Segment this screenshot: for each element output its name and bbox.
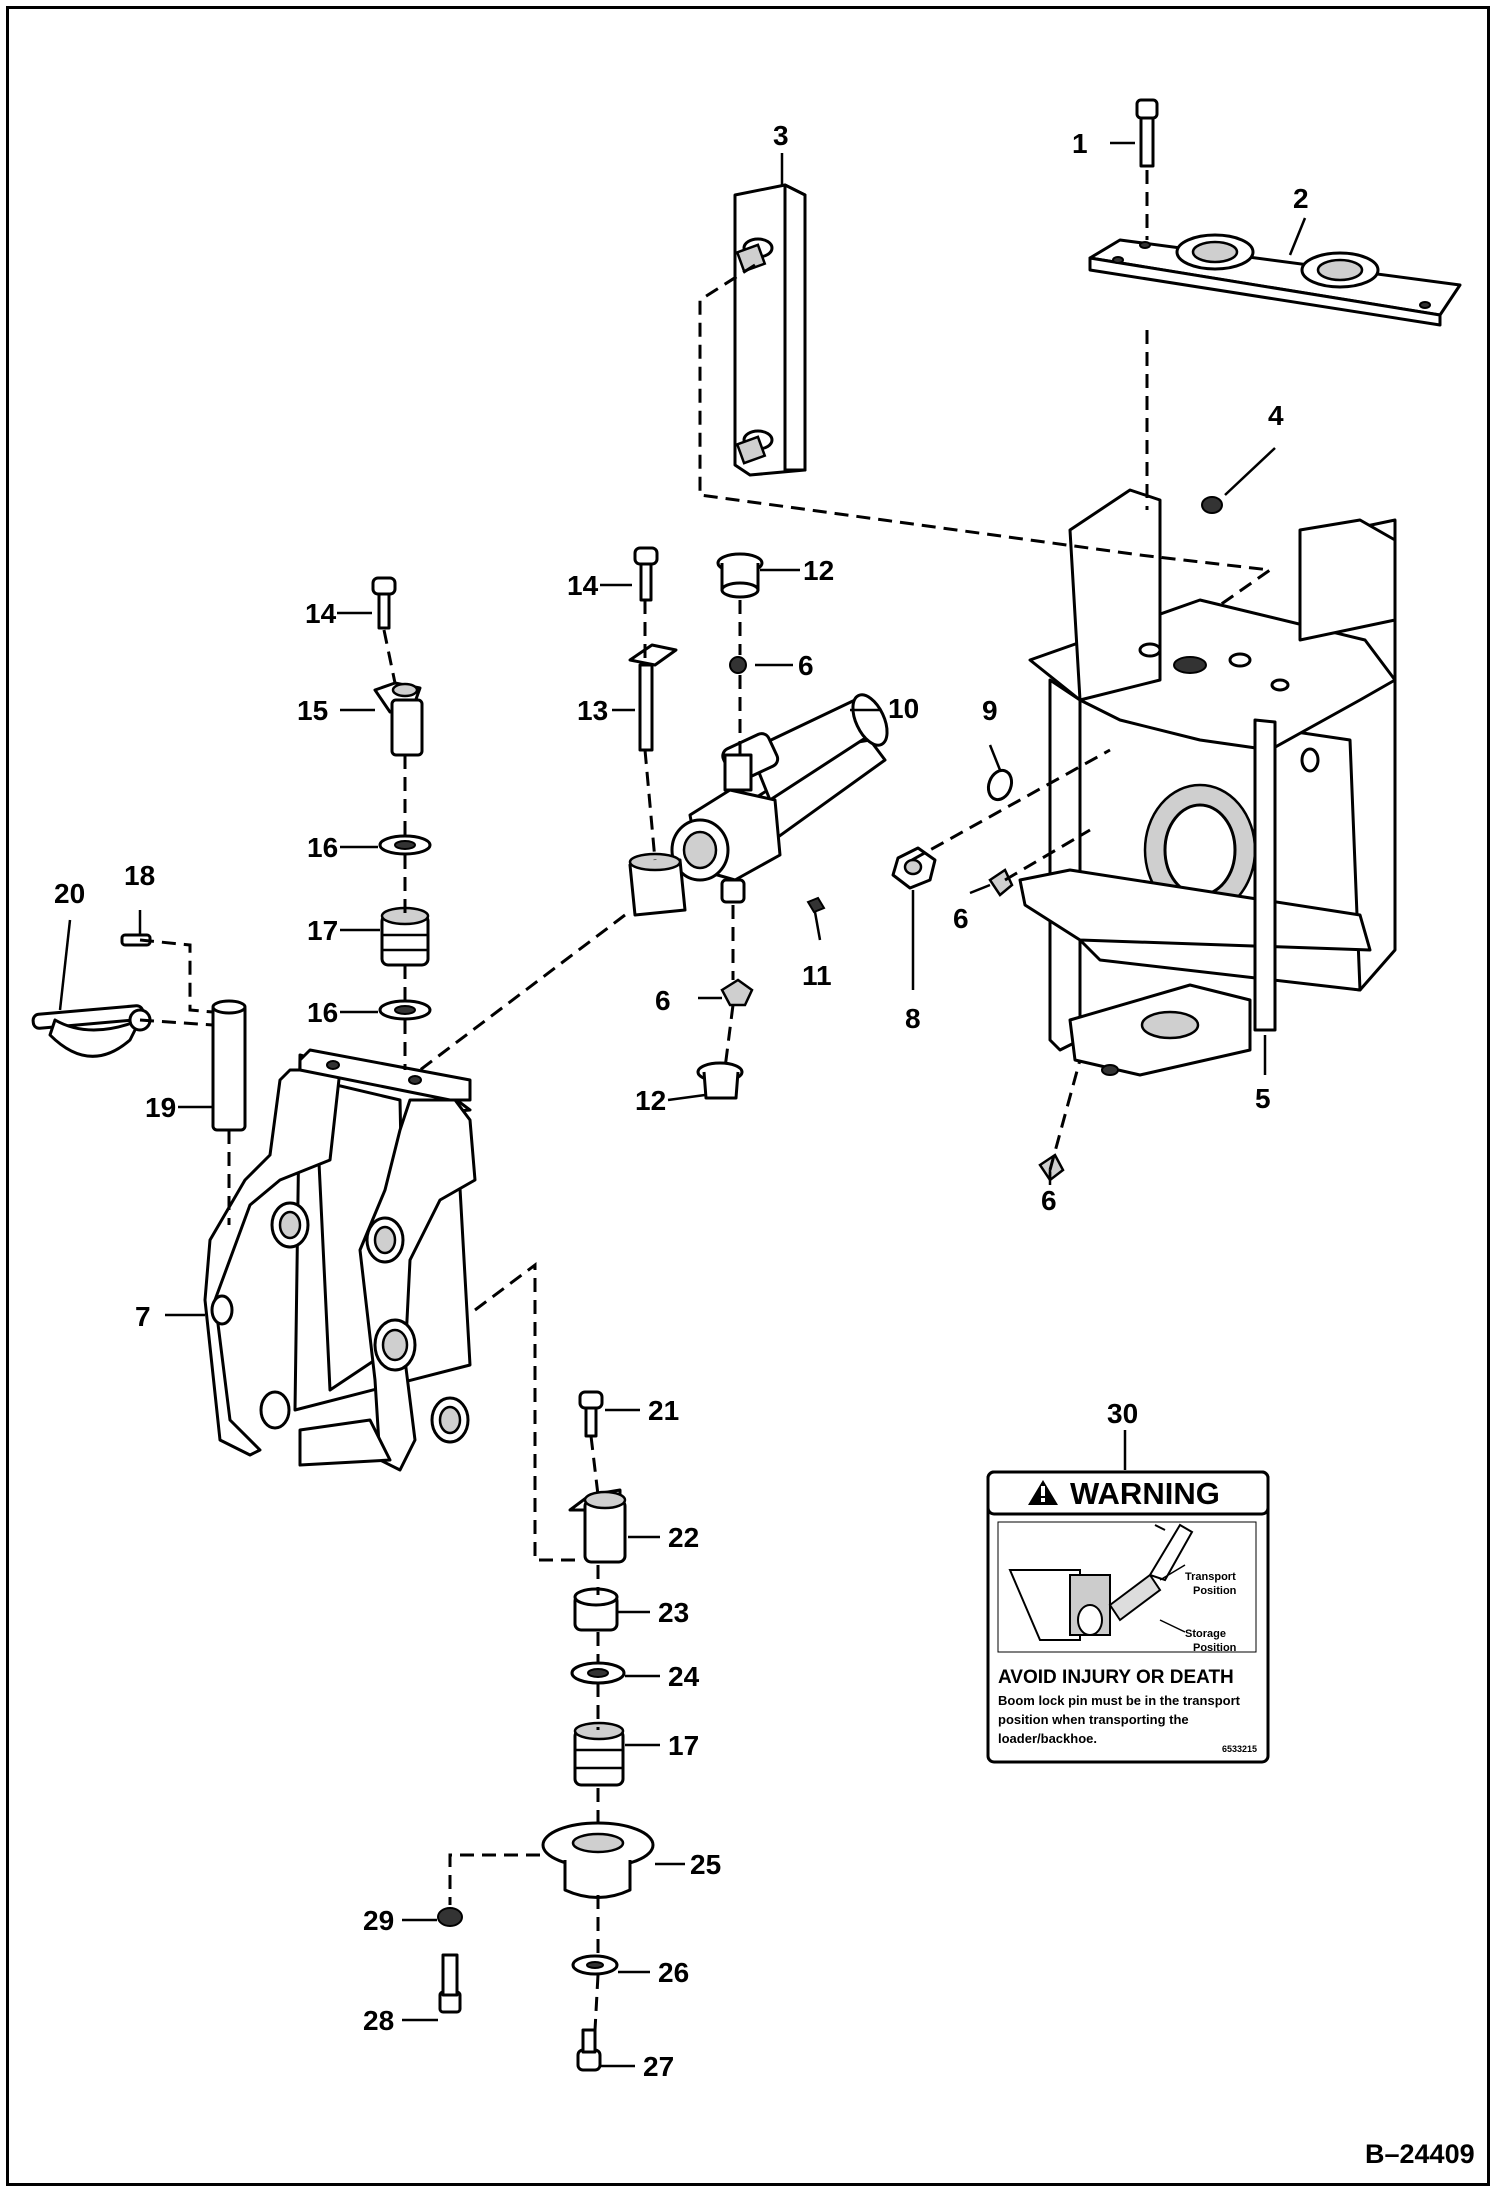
callout-25: 25	[690, 1849, 721, 1880]
pin-part-19	[211, 999, 247, 1132]
callout-6-a: 6	[798, 650, 814, 681]
callout-2: 2	[1293, 183, 1309, 214]
callout-labels: 1 2 3 4 5 6 6 6 6 7 8 9 10 11 12 12 13 1…	[54, 120, 1309, 2082]
leader-lines	[58, 141, 1307, 2068]
grease-fitting-part-6-b	[720, 978, 754, 1007]
nut-part-4	[1201, 496, 1223, 514]
callout-6-c: 6	[953, 903, 969, 934]
mounting-plate-part-2	[1088, 233, 1462, 327]
callout-7: 7	[135, 1301, 151, 1332]
callout-21: 21	[648, 1395, 679, 1426]
washer-part-9	[986, 768, 1014, 802]
decal-illustration	[997, 1521, 1257, 1653]
bracket-part-3	[733, 183, 807, 477]
pin-part-13	[628, 643, 678, 752]
main-frame-part-5	[1018, 488, 1397, 1077]
flange-bearing-part-25	[541, 1821, 655, 1899]
decal-header	[986, 1470, 1270, 1516]
decal-title: AVOID INJURY OR DEATH	[998, 1667, 1234, 1688]
grease-fitting-part-6-a	[729, 656, 747, 674]
sleeve-part	[628, 852, 687, 917]
decal-body-line-3: loader/backhoe.	[998, 1731, 1097, 1746]
callout-26: 26	[658, 1957, 689, 1988]
warning-decal-part-30: WARNING Transport Position Storage Posit…	[986, 1470, 1270, 1764]
callout-9: 9	[982, 695, 998, 726]
nut-part-29	[437, 1907, 463, 1927]
callout-17-b: 17	[668, 1730, 699, 1761]
bushing-part-12-bottom	[696, 1061, 744, 1100]
callout-23: 23	[658, 1597, 689, 1628]
callout-29: 29	[363, 1905, 394, 1936]
bushing-part-23	[573, 1587, 619, 1632]
callout-24: 24	[668, 1661, 700, 1692]
callout-14-a: 14	[567, 570, 599, 601]
callout-30: 30	[1107, 1398, 1138, 1429]
decal-part-code: 6533215	[1222, 1744, 1257, 1754]
callout-12-a: 12	[803, 555, 834, 586]
lynch-pin-part-20	[31, 1004, 152, 1058]
callout-6-b: 6	[655, 985, 671, 1016]
swing-pivot-part-7	[203, 1048, 477, 1472]
bolt-part-14-left	[371, 576, 397, 630]
decal-label-storage-position: Position	[1193, 1642, 1237, 1654]
bolt-part-1	[1135, 98, 1159, 168]
callout-27: 27	[643, 2051, 674, 2082]
pin-part-15	[373, 681, 424, 757]
callout-12-b: 12	[635, 1085, 666, 1116]
bolt-part-14-mid	[633, 546, 659, 602]
callout-15: 15	[297, 695, 328, 726]
fitting-part-11	[806, 896, 826, 914]
callout-4: 4	[1268, 400, 1284, 431]
callout-16-a: 16	[307, 832, 338, 863]
assembly-lines	[139, 170, 1275, 2031]
callout-14-b: 14	[305, 598, 337, 629]
drawing-reference-number: B–24409	[1365, 2139, 1475, 2169]
callout-3: 3	[773, 120, 789, 151]
grease-fitting-part-6-c	[988, 868, 1014, 897]
warning-triangle-icon	[1028, 1480, 1058, 1505]
callout-20: 20	[54, 878, 85, 909]
drawing-frame	[6, 6, 1490, 2186]
decal-label-transport-position: Position	[1193, 1585, 1237, 1597]
callout-11: 11	[802, 960, 832, 991]
callout-5: 5	[1255, 1083, 1271, 1114]
bushing-part-17-upper	[380, 906, 430, 967]
decal-heading: WARNING	[1070, 1476, 1220, 1511]
bolt-part-21	[578, 1390, 604, 1438]
lock-cylinder-part-10	[670, 693, 889, 904]
callout-10: 10	[888, 693, 919, 724]
callout-13: 13	[577, 695, 608, 726]
bolt-part-27	[576, 2028, 602, 2072]
callout-8: 8	[905, 1003, 921, 1034]
decal-body-line-2: position when transporting the	[998, 1712, 1189, 1727]
decal-body-line-1: Boom lock pin must be in the transport	[998, 1693, 1241, 1708]
decal-label-transport: Transport	[1185, 1571, 1236, 1583]
callout-18: 18	[124, 860, 155, 891]
decal-label-storage: Storage	[1185, 1628, 1226, 1640]
callout-19: 19	[145, 1092, 176, 1123]
bushing-part-12-top	[716, 552, 764, 599]
nut-part-8	[891, 846, 937, 890]
callout-28: 28	[363, 2005, 394, 2036]
callout-22: 22	[668, 1522, 699, 1553]
bolt-part-28	[438, 1953, 462, 2014]
callout-17-a: 17	[307, 915, 338, 946]
callout-6-d: 6	[1041, 1185, 1057, 1216]
pin-part-22	[568, 1488, 627, 1564]
bushing-part-17-lower	[573, 1721, 625, 1787]
callout-16-b: 16	[307, 997, 338, 1028]
callout-1: 1	[1072, 128, 1088, 159]
